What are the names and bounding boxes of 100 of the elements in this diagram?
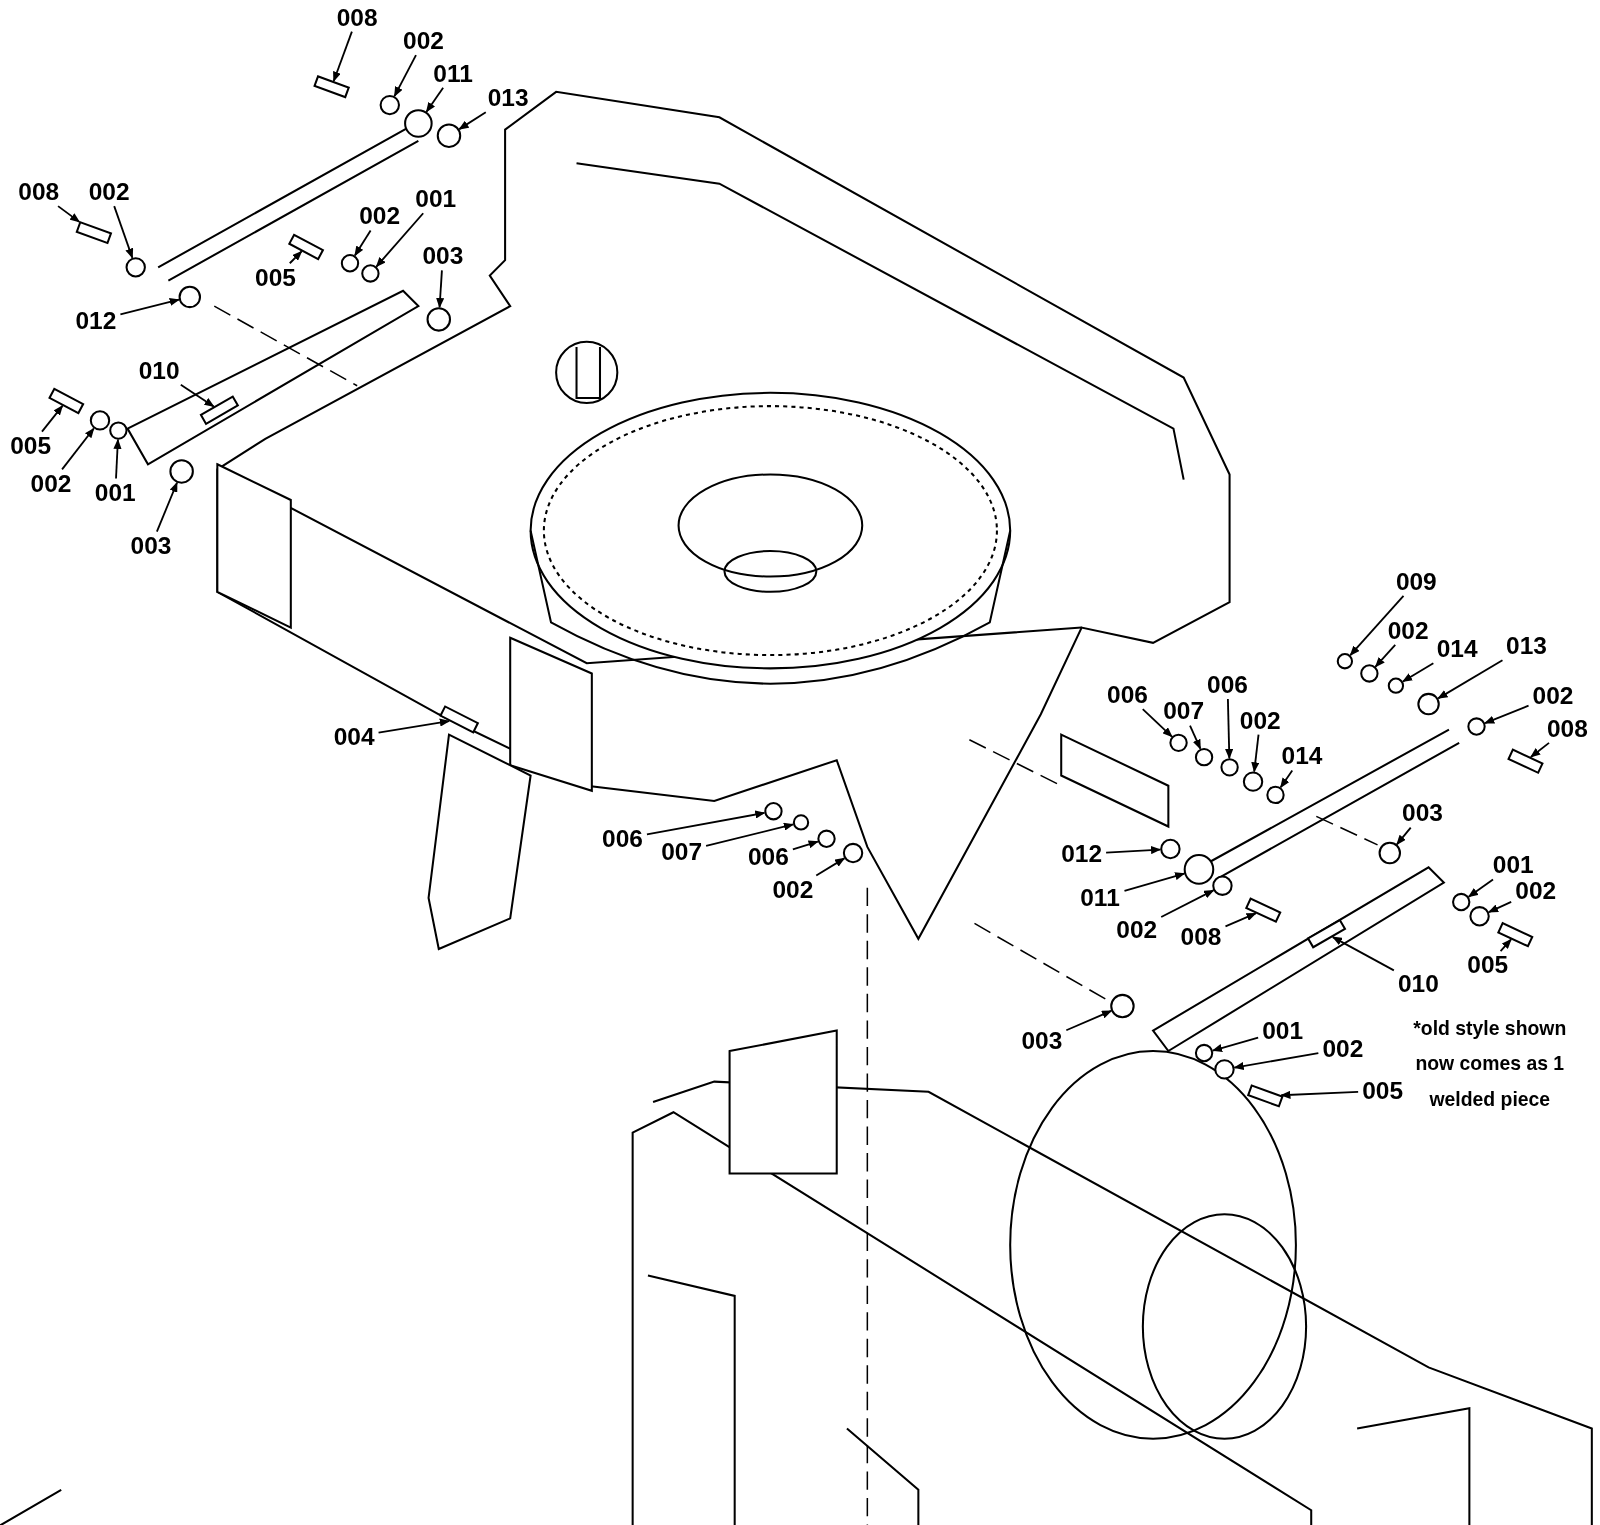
leader-line [353, 229, 372, 257]
leader-line [1105, 846, 1162, 855]
callout-number: 007 [661, 839, 703, 865]
leader-line [1233, 1052, 1320, 1071]
leader-line [815, 857, 846, 877]
callout-number: 004 [333, 724, 375, 749]
bushing-drawing [1194, 1043, 1214, 1063]
callout-number: 009 [1395, 569, 1437, 594]
bushing-drawing [1387, 677, 1405, 694]
leader-line [1189, 724, 1202, 750]
leader-line [1160, 889, 1215, 918]
callout-number: 006 [602, 826, 643, 851]
leader-line [646, 810, 766, 836]
callout-number: 014 [1281, 743, 1323, 769]
leader-line [57, 205, 81, 223]
leader-line [1280, 1090, 1360, 1099]
callout-number: 011 [433, 61, 473, 86]
callout-number: 013 [487, 85, 529, 111]
leader-line [288, 250, 303, 265]
leader-line [1499, 938, 1512, 952]
callout-number: 005 [255, 265, 296, 290]
callout-number: 003 [130, 533, 172, 559]
washer-drawing [89, 410, 111, 431]
callout-number: 002 [772, 877, 814, 903]
callout-number: 002 [403, 28, 444, 54]
callout-number: 014 [1436, 636, 1478, 662]
leader-line [377, 718, 450, 734]
leader-line [1487, 901, 1513, 913]
washer-drawing [169, 459, 194, 484]
leader-line [1211, 1036, 1260, 1052]
callout-number: 008 [1546, 716, 1588, 741]
washer-drawing [1417, 692, 1440, 716]
leader-line [705, 822, 795, 847]
washer-drawing [178, 285, 201, 309]
washer-drawing [340, 254, 360, 273]
callout-number: 008 [18, 179, 60, 205]
callout-number: 005 [10, 433, 52, 459]
callout-number: 012 [75, 308, 117, 333]
leader-line [113, 438, 122, 480]
washer-drawing [379, 94, 400, 116]
callout-number: 002 [1515, 878, 1557, 904]
callout-number: 011 [1080, 885, 1120, 911]
nut-drawing [1169, 733, 1188, 753]
washer-drawing [1212, 875, 1233, 896]
callout-number: 001 [94, 480, 136, 506]
washer-drawing [842, 842, 864, 864]
washer-drawing [1467, 717, 1486, 736]
leader-line [155, 481, 178, 533]
leader-line [179, 383, 215, 408]
bushing-drawing [1452, 892, 1471, 912]
callout-number: 007 [1163, 698, 1205, 724]
leader-line [1123, 872, 1186, 892]
callout-number: 003 [422, 243, 464, 269]
callout-number: 002 [1532, 683, 1574, 709]
washer-drawing [1469, 906, 1490, 927]
leader-line [1349, 595, 1405, 657]
leader-line [1141, 708, 1173, 738]
callout-number: 005 [1362, 1078, 1404, 1104]
washer-drawing [1242, 771, 1264, 792]
leader-line [791, 840, 819, 851]
callout-number: 001 [415, 186, 457, 212]
lock-washer-drawing [1194, 747, 1214, 767]
leader-line [458, 111, 487, 131]
leader-line [119, 297, 180, 316]
callout-number: 006 [1107, 682, 1148, 708]
leader-line [1224, 912, 1257, 928]
leader-line [1065, 1010, 1113, 1032]
washer-drawing [1160, 838, 1181, 860]
callout-number: 002 [359, 204, 400, 229]
leader-line [1396, 826, 1412, 846]
bushing-drawing [109, 421, 128, 440]
rod-end-drawing [404, 109, 433, 138]
callout-number: 010 [1397, 971, 1439, 996]
nut-drawing [817, 829, 836, 848]
washer-drawing [1110, 993, 1135, 1019]
leader-line [61, 427, 95, 471]
leader-line [1530, 741, 1550, 758]
callout-number: 001 [1262, 1018, 1304, 1043]
callout-number: 013 [1506, 633, 1547, 659]
lock-washer-drawing [792, 814, 810, 831]
bushing-drawing [1266, 785, 1285, 805]
leader-line [1467, 878, 1494, 898]
callout-number: 008 [336, 5, 378, 30]
leader-line [1402, 662, 1435, 683]
callout-number: 003 [1021, 1028, 1063, 1054]
callout-number: 002 [30, 471, 72, 496]
washer-drawing [436, 123, 462, 148]
washer-drawing [426, 307, 451, 332]
callout-number: 006 [747, 844, 789, 870]
callout-number: 001 [1492, 853, 1534, 878]
callout-number: 002 [1116, 917, 1158, 942]
callout-number: 006 [1207, 672, 1248, 697]
callout-number: 008 [1180, 924, 1222, 949]
leader-line [1251, 733, 1260, 773]
callout-number: 003 [1402, 801, 1443, 826]
bolt-drawing [1246, 1084, 1284, 1108]
washer-drawing [125, 257, 146, 278]
leader-line [1279, 769, 1294, 789]
callout-number: 002 [88, 179, 130, 205]
nut-drawing [764, 802, 783, 821]
